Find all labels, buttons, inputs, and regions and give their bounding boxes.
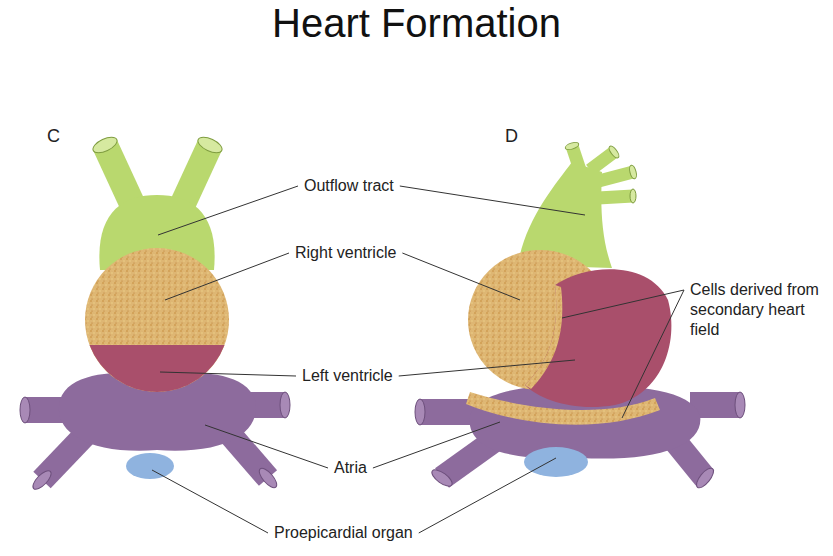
tube-opening xyxy=(20,397,30,423)
tube-opening xyxy=(564,141,579,151)
arch-branch xyxy=(598,196,633,198)
proepicardial-organ-c xyxy=(126,453,174,479)
tube-opening xyxy=(91,134,120,156)
part-label: Right ventricle xyxy=(293,243,398,263)
tube-opening xyxy=(735,392,745,418)
leader-line xyxy=(402,253,520,300)
secondary-field-cells xyxy=(525,285,562,389)
part-label: Cells derived from secondary heart field xyxy=(688,280,832,340)
leader-line xyxy=(373,422,500,468)
tube-opening xyxy=(30,468,54,492)
panel-letter: C xyxy=(45,126,62,146)
proepicardial-organ-d xyxy=(524,447,588,477)
leader-line xyxy=(160,372,296,376)
arch-branch xyxy=(590,152,614,170)
heart-c xyxy=(20,134,290,492)
leader-line xyxy=(562,290,684,318)
leader-line xyxy=(399,360,575,376)
leader-line xyxy=(622,290,684,418)
right-ventricle-c xyxy=(85,248,229,392)
left-ventricle-c xyxy=(90,345,225,392)
outflow-tract-d xyxy=(518,141,638,268)
tube-opening xyxy=(415,399,425,425)
leader-line xyxy=(158,186,298,235)
leader-line xyxy=(165,253,289,300)
tube-opening xyxy=(429,467,454,489)
part-label: Left ventricle xyxy=(300,366,395,386)
secondary-field-cells xyxy=(466,392,660,425)
tube-opening xyxy=(256,466,279,491)
part-label: Outflow tract xyxy=(302,176,396,196)
leader-line xyxy=(419,458,556,533)
tube-opening xyxy=(630,189,636,203)
panel-letter: D xyxy=(503,126,520,146)
tube-opening xyxy=(694,466,717,491)
leader-line xyxy=(205,425,328,468)
tube-opening xyxy=(280,392,290,418)
tube-opening xyxy=(628,164,637,179)
left-ventricle-d xyxy=(525,269,671,407)
leader-line xyxy=(152,470,268,533)
slide-title: Heart Formation xyxy=(0,0,833,46)
tube-opening xyxy=(196,134,225,156)
leader-line xyxy=(400,186,585,215)
part-label: Proepicardial organ xyxy=(272,523,415,543)
tube-opening xyxy=(607,145,620,160)
part-label: Atria xyxy=(332,458,369,478)
